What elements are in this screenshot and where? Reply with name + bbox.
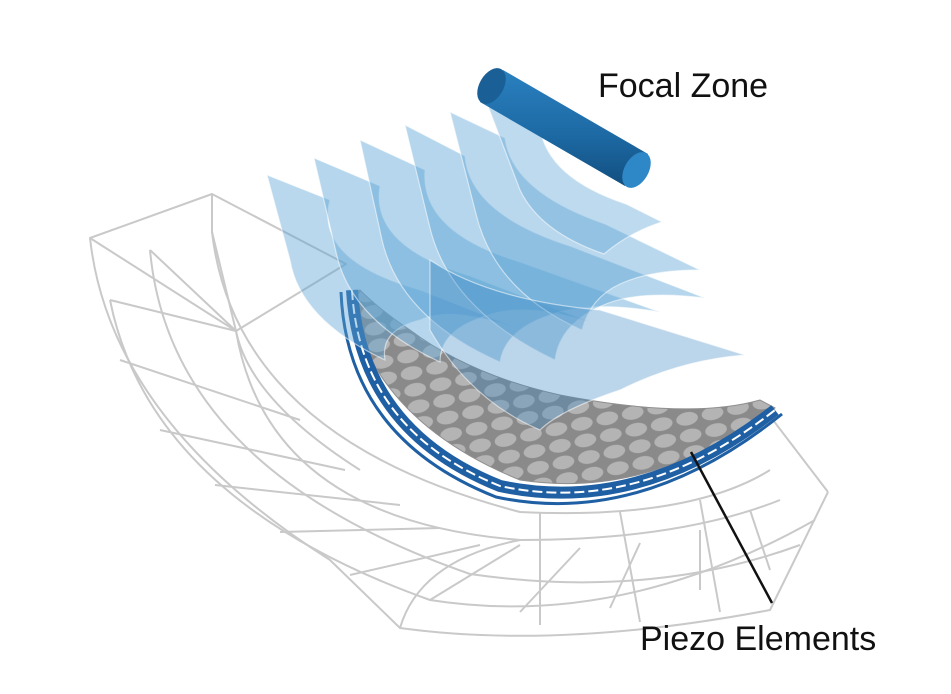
wavefront-4	[404, 123, 706, 361]
wavefront-5	[449, 110, 701, 331]
piezo-leader-line	[689, 451, 774, 604]
wavefront-7	[429, 258, 746, 431]
wavefronts	[266, 104, 746, 431]
wavefront-6	[486, 104, 664, 255]
focal-zone-cylinder	[477, 68, 651, 188]
piezo-band	[339, 289, 783, 506]
wavefront-3	[359, 138, 661, 363]
wavefront-2	[313, 156, 591, 363]
piezo-disc-array	[347, 289, 776, 485]
wireframe-housing	[89, 193, 829, 637]
wavefront-1	[266, 174, 523, 362]
piezo-elements-label: Piezo Elements	[640, 620, 877, 658]
focal-zone-label: Focal Zone	[598, 67, 769, 105]
